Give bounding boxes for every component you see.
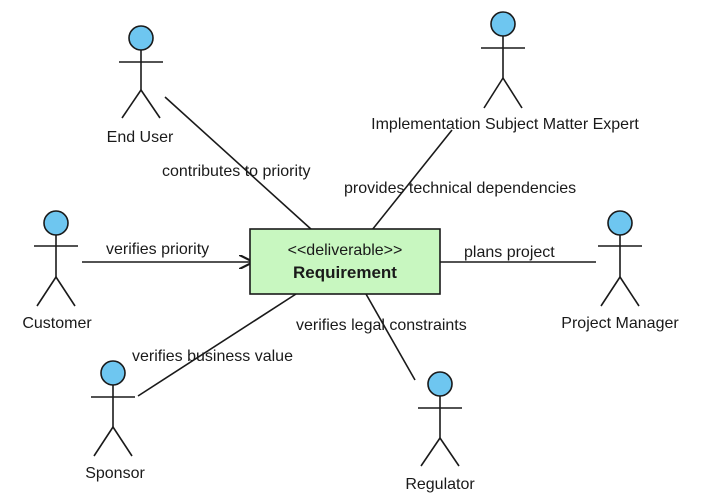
actor-stick-figure-icon [34, 210, 78, 307]
actor-project-manager[interactable]: Project Manager [561, 210, 679, 332]
label-plans-project: plans project [464, 244, 555, 261]
label-verifies-business-value: verifies business value [132, 348, 293, 365]
actor-customer[interactable]: Customer [22, 210, 92, 332]
actor-label: Customer [22, 315, 92, 332]
actor-stick-figure-icon [91, 360, 135, 457]
association-regulator [365, 293, 416, 381]
actor-stick-figure-icon [418, 371, 462, 467]
actor-stick-figure-icon [481, 11, 525, 109]
requirement-stereotype: <<deliverable>> [288, 242, 403, 259]
actor-label: Implementation Subject Matter Expert [371, 116, 639, 133]
label-contributes-to-priority: contributes to priority [162, 163, 311, 180]
actor-end-user[interactable]: End User [107, 25, 174, 146]
association-sme [371, 129, 453, 231]
requirement-name: Requirement [293, 263, 397, 282]
actor-stick-figure-icon [119, 25, 163, 119]
actor-stick-figure-icon [598, 210, 642, 307]
actor-label: Regulator [405, 476, 475, 493]
requirement-box[interactable]: <<deliverable>> Requirement [249, 228, 441, 295]
label-verifies-legal-constraints: verifies legal constraints [296, 317, 467, 334]
actor-sponsor[interactable]: Sponsor [85, 360, 145, 482]
association-end-user [164, 96, 313, 231]
actor-regulator[interactable]: Regulator [405, 371, 475, 493]
association-sponsor [137, 293, 297, 397]
actor-sme[interactable]: Implementation Subject Matter Expert [371, 11, 639, 133]
actor-label: Sponsor [85, 465, 145, 482]
actor-label: End User [107, 129, 174, 146]
label-provides-technical-dependencies: provides technical dependencies [344, 180, 576, 197]
label-verifies-priority: verifies priority [106, 241, 209, 258]
actor-label: Project Manager [561, 315, 679, 332]
